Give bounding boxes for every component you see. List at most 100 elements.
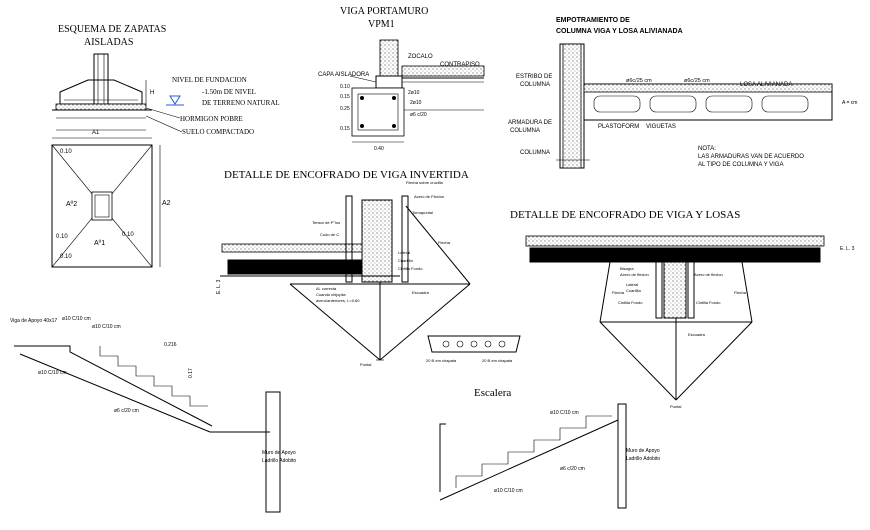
esc-phi-a: ø10 C/10 cm — [550, 410, 579, 416]
dim-010: 0.10 — [340, 84, 350, 90]
inverted-beam-formwork: DETALLE DE ENCOFRADO DE VIGA INVERTIDA F… — [216, 169, 471, 367]
dim-025: 0.25 — [340, 106, 350, 112]
nivel-value: -1.50m DE NIVEL — [202, 88, 256, 96]
losa-alivianada-label: LOSA ALIVIANADA — [740, 82, 792, 88]
stair-detail-1: Viga de Apoyo 40x17 ø10 C/10 cm ø10 C/10… — [10, 316, 296, 513]
losa-block-label-1: 20 B em chapata — [426, 358, 457, 363]
level-triangle-icon — [169, 95, 181, 105]
viguetas-label: VIGUETAS — [646, 124, 676, 130]
footing-dim-a1: A1 — [92, 130, 100, 136]
nota-1: NOTA: — [698, 146, 716, 152]
plan-dim-a2: A2 — [162, 200, 171, 207]
lateral-label: Lateral — [398, 250, 410, 255]
plan-dim-left: 0.10 — [56, 234, 68, 240]
plan-dim-right: 0.10 — [122, 232, 134, 238]
flecha-sobre-label: Flecha sobre crucilla — [406, 180, 443, 185]
plan-dim-bottom: 0.10 — [60, 254, 72, 260]
lateral-label: Lateral — [626, 282, 638, 287]
viga-label: Viga de Apoyo 40x17 — [10, 318, 57, 324]
cuartilla-label: Cuartilla — [398, 258, 413, 263]
footing-title-1: ESQUEMA DE ZAPATAS — [58, 24, 166, 35]
phi-b: ø10 C/10 cm — [92, 324, 121, 330]
phi-c: ø10 C/10 cm — [38, 370, 67, 376]
contrapiso-label: CONTRAPISO — [440, 62, 480, 68]
emp-title-2: COLUMNA VIGA Y LOSA ALIVIANADA — [556, 28, 683, 35]
tensor-label: Tensor de P°ino — [312, 220, 341, 225]
phi-d: ø6 c/20 cm — [114, 408, 139, 414]
terreno-label: DE TERRENO NATURAL — [202, 99, 280, 107]
dim-017: 0.17 — [188, 368, 194, 378]
phi-2: ø6c/25 cm — [684, 78, 710, 84]
note-3: acero/anteriores, L=0.60 — [316, 298, 360, 303]
footing-title-2: AISLADAS — [84, 37, 133, 48]
estribo-label-2: COLUMNA — [520, 82, 550, 88]
capa-label: CAPA AISLADORA — [318, 72, 369, 78]
esc-muro-2: Ladrillo Adobito — [626, 456, 660, 462]
muro-label-1: Muro de Apoyo — [262, 450, 296, 456]
footing-dim-h: H — [150, 90, 154, 96]
escuadra-label: Escuadra — [688, 332, 706, 337]
dim-a: A = cm — [842, 100, 857, 106]
phi-a: ø10 C/10 cm — [62, 316, 91, 322]
dim-015a: 0.15 — [340, 94, 350, 100]
cintilla2-label: Cintilla Fondo — [696, 300, 721, 305]
puntal-label: Puntal — [670, 404, 681, 409]
armadura-label-1: ARMADURA DE — [508, 120, 552, 126]
acero-label: Acero de flexion — [620, 272, 649, 277]
note-2: Cuando chijopila — [316, 292, 346, 297]
phi-1: ø6c/25 cm — [626, 78, 652, 84]
flecha-label: Flecha — [438, 240, 451, 245]
esc-phi-b: ø6 c/20 cm — [560, 466, 585, 472]
bar-1: 2ø10 — [408, 90, 420, 96]
puntal-label: Puntal — [360, 362, 371, 367]
note-1: Al. correcta — [316, 286, 337, 291]
armadura-label-2: COLUMNA — [510, 128, 540, 134]
hormigon-label: HORMIGON POBRE — [180, 115, 243, 123]
beam-slab-formwork: DETALLE DE ENCOFRADO DE VIGA Y LOSAS Bis… — [510, 209, 855, 409]
bar-2: 2ø10 — [410, 100, 422, 106]
flecha2-label: Flecha — [734, 290, 747, 295]
muro-label-2: Ladrillo Adobito — [262, 458, 296, 464]
esc-phi-c: ø10 C/10 cm — [494, 488, 523, 494]
portamuro-beam: VIGA PORTAMURO VPM1 ZOCALO CONTRAPISO CA… — [318, 6, 485, 152]
estribo-label-1: ESTRIBO DE — [516, 74, 552, 80]
bisagra-label: Bisagra — [620, 266, 634, 271]
escuadra-label: Escuadra — [412, 290, 430, 295]
zocalo-label: ZOCALO — [408, 54, 433, 60]
cintilla-label: Cintilla Fondo — [618, 300, 643, 305]
plan-a2-label: Aº2 — [66, 201, 77, 208]
slab-block: 20 B em chapata 20 B em chapata — [426, 335, 521, 363]
codo-fondo-label: Cintilla Fondo — [398, 266, 423, 271]
dim-015b: 0.15 — [340, 126, 350, 132]
flecha-label: Flecha — [612, 290, 625, 295]
column-slab-joint: EMPOTRAMIENTO DE COLUMNA VIGA Y LOSA ALI… — [508, 17, 857, 169]
stair-detail-2: Escalera ø10 C/10 cm ø6 c/20 cm ø10 C/10… — [439, 387, 660, 509]
suelo-label: SUELO COMPACTADO — [182, 128, 254, 136]
invertida-title: DETALLE DE ENCOFRADO DE VIGA INVERTIDA — [224, 169, 469, 181]
emp-title-1: EMPOTRAMIENTO DE — [556, 17, 630, 24]
losas-title: DETALLE DE ENCOFRADO DE VIGA Y LOSAS — [510, 209, 740, 221]
dim-e: E. L. 3 — [216, 279, 222, 294]
escalera-title: Escalera — [474, 387, 511, 399]
cuartilla-label: Cuartilla — [626, 288, 641, 293]
codo-label: Codo de C — [320, 232, 339, 237]
dim-040: 0.40 — [374, 146, 384, 152]
bar-3: ø6 c/20 — [410, 112, 427, 118]
acero2-label: Acero de flexion — [694, 272, 723, 277]
nota-3: AL TIPO DE COLUMNA Y VIGA — [698, 162, 783, 168]
acero-flexion-label: Acero de Flexion — [414, 194, 444, 199]
portamuro-title-2: VPM1 — [368, 19, 395, 30]
plan-a1-label: Aº1 — [94, 240, 105, 247]
footing-plan: A2 Aº2 Aº1 0.10 0.10 0.10 0.10 — [51, 137, 171, 268]
tornapuntal-label: Tornapuntal — [412, 210, 433, 215]
dim-0216: 0.216 — [164, 342, 177, 348]
columna-label: COLUMNA — [520, 150, 550, 156]
footing-section: ESQUEMA DE ZAPATAS AISLADAS A1 H NIVEL D… — [52, 24, 280, 136]
plastoform-label: PLASTOFORM — [598, 124, 639, 130]
nivel-fundacion-label: NIVEL DE FUNDACION — [172, 76, 247, 84]
plan-dim-top: 0.10 — [60, 149, 72, 155]
nota-2: LAS ARMADURAS VAN DE ACUERDO — [698, 154, 804, 160]
dim-e: E. L. 3 — [840, 246, 855, 252]
portamuro-title-1: VIGA PORTAMURO — [340, 6, 428, 17]
